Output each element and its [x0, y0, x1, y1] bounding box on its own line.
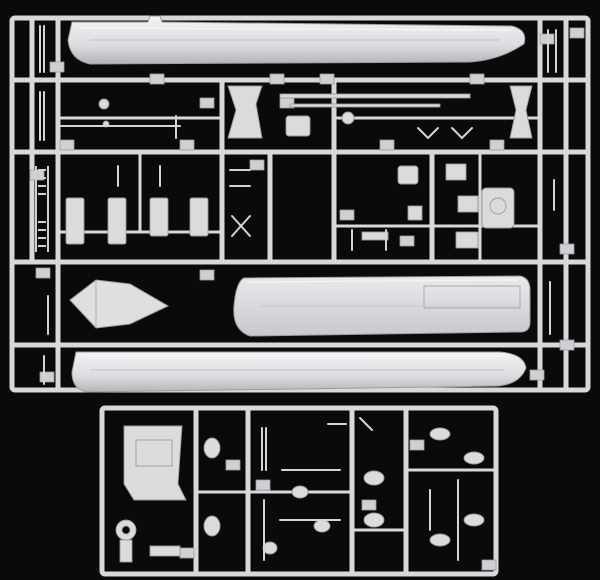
highlights [79, 27, 519, 357]
lower-number-tabs [179, 439, 497, 571]
small-parts-upper [65, 85, 533, 249]
small-parts-lower [115, 425, 485, 563]
ladders [35, 166, 49, 252]
gates-lower [261, 417, 459, 561]
upper-sprue-frame [9, 15, 591, 393]
upper-number-tabs [29, 27, 585, 383]
lower-sprue-frame [99, 405, 499, 577]
bow-deck [69, 279, 170, 329]
main-deck [233, 275, 531, 337]
hull-bottom-half [71, 351, 527, 393]
gates-upper [39, 25, 557, 385]
